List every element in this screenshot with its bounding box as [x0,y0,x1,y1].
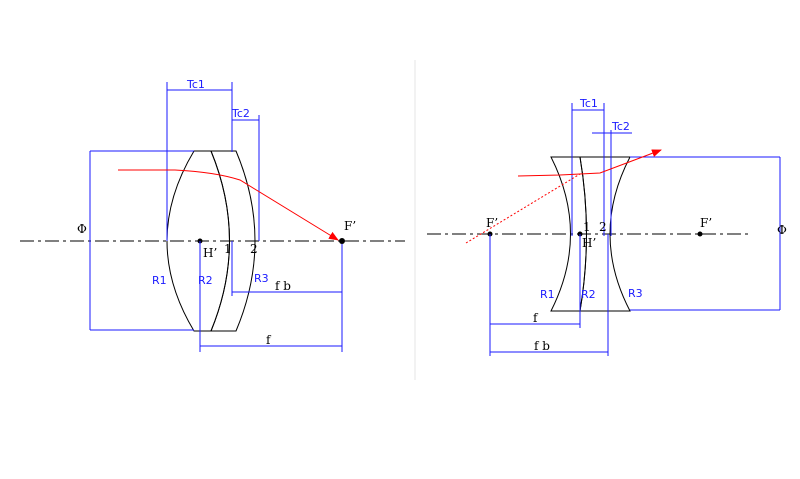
right-tc1-label: Tc1 [579,97,598,110]
left-phi-label: Φ [77,222,87,236]
right-r2-label: R2 [581,288,596,301]
left-f-label: f [266,333,272,347]
left-light-ray [118,169,339,241]
left-lens-diagram: Tc1 Tc2 Φ H’ 1 2 R1 R2 R3 f b f F’ [20,78,405,352]
right-r1-label: R1 [540,288,555,301]
left-r2-label: R2 [198,274,213,287]
left-surface-1-label: 1 [224,242,232,256]
right-surface-1-label: 1 [583,220,591,234]
right-virtual-ray [465,173,581,244]
left-lens-element-2 [210,150,256,332]
left-h-prime-label: H’ [203,246,217,260]
right-light-ray [517,149,662,177]
left-focal-point [339,238,345,244]
right-f-prime-right-label: F’ [700,216,712,230]
right-focal-point-right [697,231,703,237]
right-tc2-label: Tc2 [611,120,630,133]
right-f-prime-left-label: F’ [486,216,498,230]
left-r1-label: R1 [152,274,167,287]
left-fb-label: f b [275,279,291,293]
right-f-label: f [533,311,539,325]
left-f-prime-label: F’ [344,219,356,233]
right-surface-2-label: 2 [599,220,607,234]
right-h-prime-label: H’ [582,236,596,250]
left-r3-label: R3 [254,272,269,285]
left-tc1-label: Tc1 [186,78,205,91]
right-fb-label: f b [534,339,550,353]
left-surface-2-label: 2 [250,242,258,256]
right-lens-diagram: Tc1 Tc2 Φ F’ F’ H’ 1 2 R1 R2 R3 f f b [427,97,787,356]
left-tc2-label: Tc2 [231,107,250,120]
right-phi-label: Φ [777,223,787,237]
right-r3-label: R3 [628,287,643,300]
right-lens-element-2 [579,156,631,312]
